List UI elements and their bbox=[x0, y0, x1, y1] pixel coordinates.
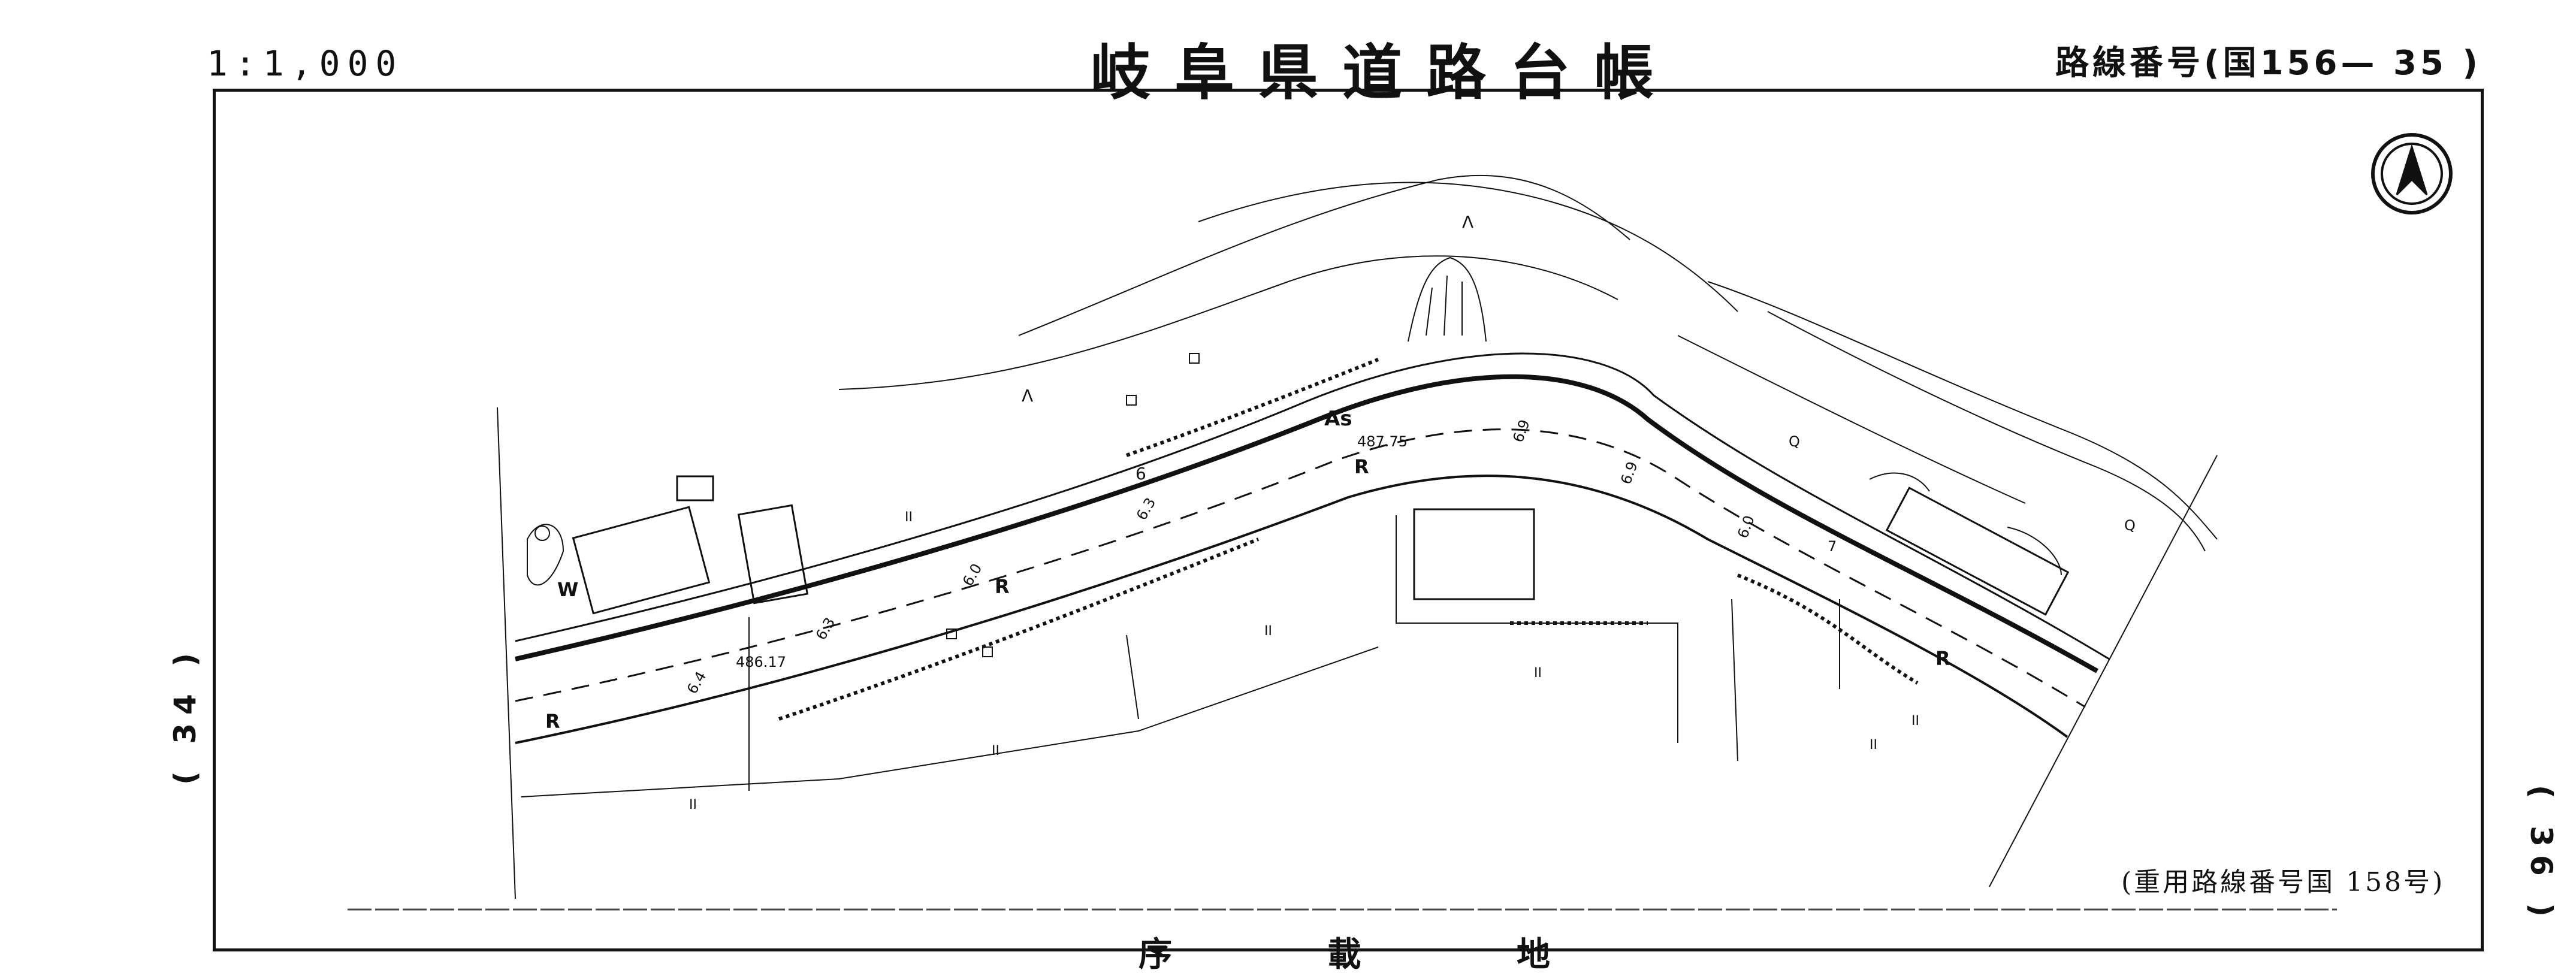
road-outer-line bbox=[515, 352, 2110, 660]
width-label-7: 6.9 bbox=[1617, 460, 1641, 487]
width-label-8: 6.0 bbox=[1734, 513, 1757, 540]
field-mark-4: II bbox=[992, 744, 999, 759]
map-scale: 1:1,000 bbox=[207, 43, 404, 84]
road-center-line bbox=[515, 428, 2086, 708]
width-label-5: 6 bbox=[1136, 464, 1146, 484]
vegetation bbox=[527, 256, 2062, 586]
road-edge-south bbox=[515, 475, 2068, 744]
elevation-label-1: 487.75 bbox=[1357, 433, 1408, 450]
shared-route-note: (重用路線番号国 158号) bbox=[2121, 867, 2445, 898]
route-number: 路線番号(国156— 35 ) bbox=[2055, 44, 2482, 83]
width-label-2: 6.3 bbox=[813, 615, 838, 643]
mark-lambda-1: Λ bbox=[1022, 386, 1033, 406]
mark-r-1: R bbox=[545, 710, 560, 733]
width-label-1: 6.4 bbox=[684, 669, 709, 697]
property-lines bbox=[497, 407, 2218, 899]
mark-q-1: Q bbox=[1789, 433, 1800, 450]
buildings bbox=[572, 475, 2070, 616]
width-label-9: 7 bbox=[1828, 538, 1837, 555]
mark-q-2: Q bbox=[2124, 517, 2136, 534]
mark-w: W bbox=[557, 578, 578, 601]
bottom-partial-text: 序 載 地 bbox=[1138, 935, 1622, 974]
mark-r-2: R bbox=[995, 575, 1010, 598]
road-map-drawing: As 487.75 486.17 6.4 6.3 6.0 6.3 6 6.9 6… bbox=[348, 133, 2453, 911]
page-title: 岐阜県道路台帳 bbox=[1091, 38, 1678, 108]
field-mark-5: II bbox=[689, 797, 697, 812]
field-mark-3: II bbox=[1534, 666, 1542, 681]
width-label-6: 6.9 bbox=[1509, 418, 1533, 445]
width-label-3: 6.0 bbox=[959, 561, 985, 589]
road-edge-north bbox=[515, 374, 2098, 673]
mark-lambda-2: Λ bbox=[1462, 212, 1473, 232]
map-symbols bbox=[534, 353, 1200, 657]
surface-label: As bbox=[1324, 407, 1352, 431]
field-mark-6: II bbox=[1870, 738, 1877, 753]
contour-lines bbox=[838, 174, 2218, 552]
field-mark-7: II bbox=[1911, 714, 1919, 729]
elevation-label-2: 486.17 bbox=[736, 654, 786, 670]
mark-r-4: R bbox=[1935, 647, 1950, 670]
mark-r-3: R bbox=[1354, 455, 1369, 478]
field-mark-2: II bbox=[1264, 624, 1272, 639]
width-label-4: 6.3 bbox=[1133, 495, 1159, 523]
retaining-walls bbox=[778, 358, 1919, 721]
north-arrow-icon bbox=[2371, 133, 2453, 214]
field-mark-1: II bbox=[905, 510, 913, 525]
